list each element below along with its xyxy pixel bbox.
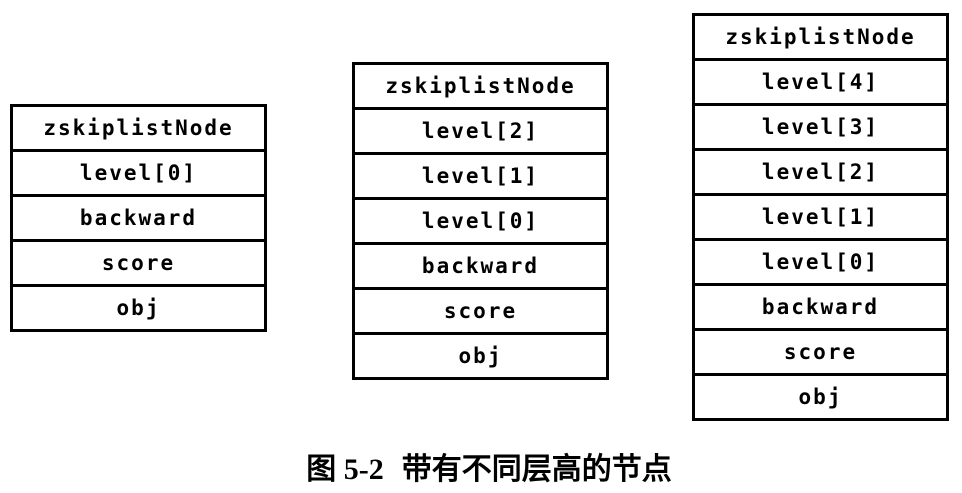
struct-field-row: level[0] — [13, 149, 264, 194]
struct-field-row: backward — [695, 283, 946, 328]
struct-field-row: level[1] — [355, 152, 606, 197]
struct-field-row: level[3] — [695, 103, 946, 148]
struct-field-row: obj — [355, 332, 606, 377]
figure-caption: 图 5-2 带有不同层高的节点 — [8, 444, 962, 488]
struct-field-row: level[1] — [695, 193, 946, 238]
struct-field-row: obj — [13, 284, 264, 329]
struct-field-row: score — [695, 328, 946, 373]
struct-field-row: level[0] — [695, 238, 946, 283]
struct-field-row: score — [355, 287, 606, 332]
struct-field-row: level[0] — [355, 197, 606, 242]
struct-field-row: level[2] — [355, 107, 606, 152]
struct-field-row: score — [13, 239, 264, 284]
struct-field-row: level[4] — [695, 58, 946, 103]
figure-caption-title: 带有不同层高的节点 — [401, 453, 672, 486]
struct-field-row: obj — [695, 373, 946, 418]
struct-field-row: backward — [13, 194, 264, 239]
zskiplistnode-struct-3-level: zskiplistNode level[2]level[1]level[0]bac… — [352, 62, 609, 380]
figure-caption-number: 图 5-2 — [306, 453, 384, 486]
struct-name-row: zskiplistNode — [43, 116, 234, 140]
struct-name-row: zskiplistNode — [725, 25, 916, 49]
struct-field-row: level[2] — [695, 148, 946, 193]
struct-name-row: zskiplistNode — [385, 74, 576, 98]
struct-field-row: backward — [355, 242, 606, 287]
